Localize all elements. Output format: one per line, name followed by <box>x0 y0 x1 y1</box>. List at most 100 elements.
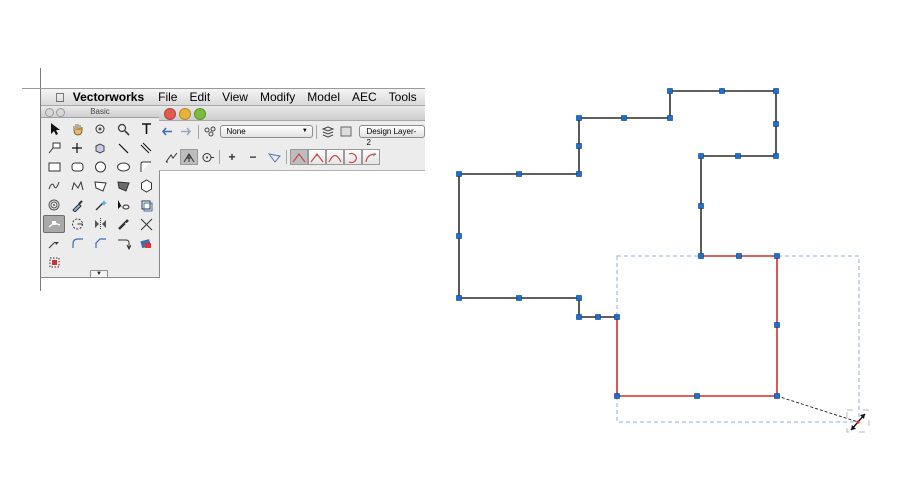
vertex-handle[interactable] <box>576 314 582 320</box>
vertex-handle[interactable] <box>576 171 582 177</box>
vertex-handle[interactable] <box>595 314 601 320</box>
forward-arrow-icon[interactable] <box>177 124 195 140</box>
tool-rotate[interactable] <box>66 215 88 233</box>
vertex-handle[interactable] <box>614 314 620 320</box>
tool-3d-locus[interactable] <box>89 139 111 157</box>
tool-line[interactable] <box>112 139 134 157</box>
tool-circle[interactable] <box>89 158 111 176</box>
tool-callout[interactable] <box>43 139 65 157</box>
tool-freehand[interactable] <box>43 177 65 195</box>
window-close-button[interactable] <box>164 108 176 120</box>
layer-options-icon[interactable] <box>338 124 356 140</box>
menu-view[interactable]: View <box>218 90 248 104</box>
vertex-handle[interactable] <box>456 233 462 239</box>
palette-title-bar[interactable]: Basic <box>41 106 159 118</box>
tool-rounded-rectangle[interactable] <box>66 158 88 176</box>
vertex-handle[interactable] <box>614 393 620 399</box>
tool-double-line-polygon[interactable] <box>112 177 134 195</box>
vertex-handle[interactable] <box>694 393 700 399</box>
tool-clip-cube[interactable] <box>135 196 157 214</box>
delete-vertex-button[interactable]: − <box>249 150 257 164</box>
tool-polygon[interactable] <box>89 177 111 195</box>
class-dropdown[interactable]: None▼ <box>219 125 313 138</box>
menu-tools[interactable]: Tools <box>384 90 417 104</box>
menu-file[interactable]: File <box>154 90 177 104</box>
tool-offset[interactable] <box>43 253 65 271</box>
vertex-handle[interactable] <box>576 143 582 149</box>
menu-modify[interactable]: Modify <box>256 90 295 104</box>
vertex-handle[interactable] <box>773 153 779 159</box>
rotate-vertex-mode-icon[interactable] <box>198 149 216 165</box>
vertex-handle[interactable] <box>774 393 780 399</box>
layer-icon[interactable] <box>320 124 338 140</box>
tool-split[interactable] <box>112 215 134 233</box>
palette-close-button[interactable] <box>45 108 54 117</box>
palette-collapse-button[interactable] <box>56 108 65 117</box>
radius-vertex-icon[interactable] <box>362 149 380 165</box>
tool-polyline[interactable] <box>66 177 88 195</box>
vertex-handle[interactable] <box>576 115 582 121</box>
tool-trim[interactable] <box>135 215 157 233</box>
move-vertex-mode-icon[interactable] <box>180 149 198 165</box>
tool-spiral[interactable] <box>43 196 65 214</box>
vertex-handle[interactable] <box>516 171 522 177</box>
tool-pan-hand[interactable] <box>66 120 88 138</box>
layer-dropdown[interactable]: Design Layer-2 <box>359 125 425 147</box>
selected-edges[interactable] <box>616 255 778 397</box>
tool-visibility[interactable] <box>112 196 134 214</box>
tool-double-line[interactable] <box>135 139 157 157</box>
tool-connect-combine[interactable] <box>112 234 134 252</box>
cubic-vertex-icon[interactable] <box>326 149 344 165</box>
bezier-vertex-icon[interactable] <box>308 149 326 165</box>
menu-edit[interactable]: Edit <box>185 90 210 104</box>
window-minimize-button[interactable] <box>179 108 191 120</box>
vertex-handle[interactable] <box>456 171 462 177</box>
vertex-handle[interactable] <box>774 253 780 259</box>
polygon-outline[interactable] <box>458 90 777 318</box>
tool-magic-wand[interactable] <box>89 196 111 214</box>
vertex-handle[interactable] <box>516 295 522 301</box>
tool-eyedropper[interactable] <box>66 196 88 214</box>
vertex-handle[interactable] <box>667 115 673 121</box>
vertex-handle[interactable] <box>621 115 627 121</box>
tool-attribute-mapping[interactable] <box>135 234 157 252</box>
document-title-bar[interactable] <box>159 106 425 121</box>
tool-reshape[interactable] <box>43 215 65 233</box>
arc-vertex-icon[interactable] <box>344 149 362 165</box>
tool-text-tool[interactable] <box>135 120 157 138</box>
vertex-handle[interactable] <box>698 203 704 209</box>
menu-model[interactable]: Model <box>303 90 340 104</box>
menu-aec[interactable]: AEC <box>348 90 377 104</box>
vertex-handle[interactable] <box>719 88 725 94</box>
tool-flyover[interactable] <box>89 120 111 138</box>
corner-vertex-icon[interactable] <box>290 149 308 165</box>
tool-zoom[interactable] <box>112 120 134 138</box>
vertex-handle[interactable] <box>456 295 462 301</box>
apple-menu-icon[interactable]:  <box>55 90 65 105</box>
back-arrow-icon[interactable] <box>159 124 177 140</box>
vertex-handle[interactable] <box>736 253 742 259</box>
class-icon[interactable] <box>202 124 220 140</box>
tool-mirror[interactable] <box>89 215 111 233</box>
reshape-mode-icon[interactable] <box>162 149 180 165</box>
tool-selection-arrow[interactable] <box>43 120 65 138</box>
add-vertex-button[interactable]: + <box>228 150 236 164</box>
hide-edges-icon[interactable] <box>265 149 283 165</box>
tool-arc[interactable] <box>135 158 157 176</box>
vertex-handle[interactable] <box>698 153 704 159</box>
vertex-handle[interactable] <box>667 88 673 94</box>
tool-move-by-points[interactable] <box>43 234 65 252</box>
palette-expand-button[interactable]: ▼ <box>90 270 108 278</box>
vertex-handles[interactable] <box>456 88 780 399</box>
window-zoom-button[interactable] <box>194 108 206 120</box>
tool-chamfer[interactable] <box>89 234 111 252</box>
vertex-handle[interactable] <box>698 253 704 259</box>
app-menu[interactable]: Vectorworks <box>69 90 144 104</box>
tool-rectangle[interactable] <box>43 158 65 176</box>
vertex-handle[interactable] <box>773 88 779 94</box>
vertex-handle[interactable] <box>735 153 741 159</box>
tool-regular-polygon[interactable] <box>135 177 157 195</box>
vertex-handle[interactable] <box>576 295 582 301</box>
vertex-handle[interactable] <box>773 121 779 127</box>
tool-oval[interactable] <box>112 158 134 176</box>
